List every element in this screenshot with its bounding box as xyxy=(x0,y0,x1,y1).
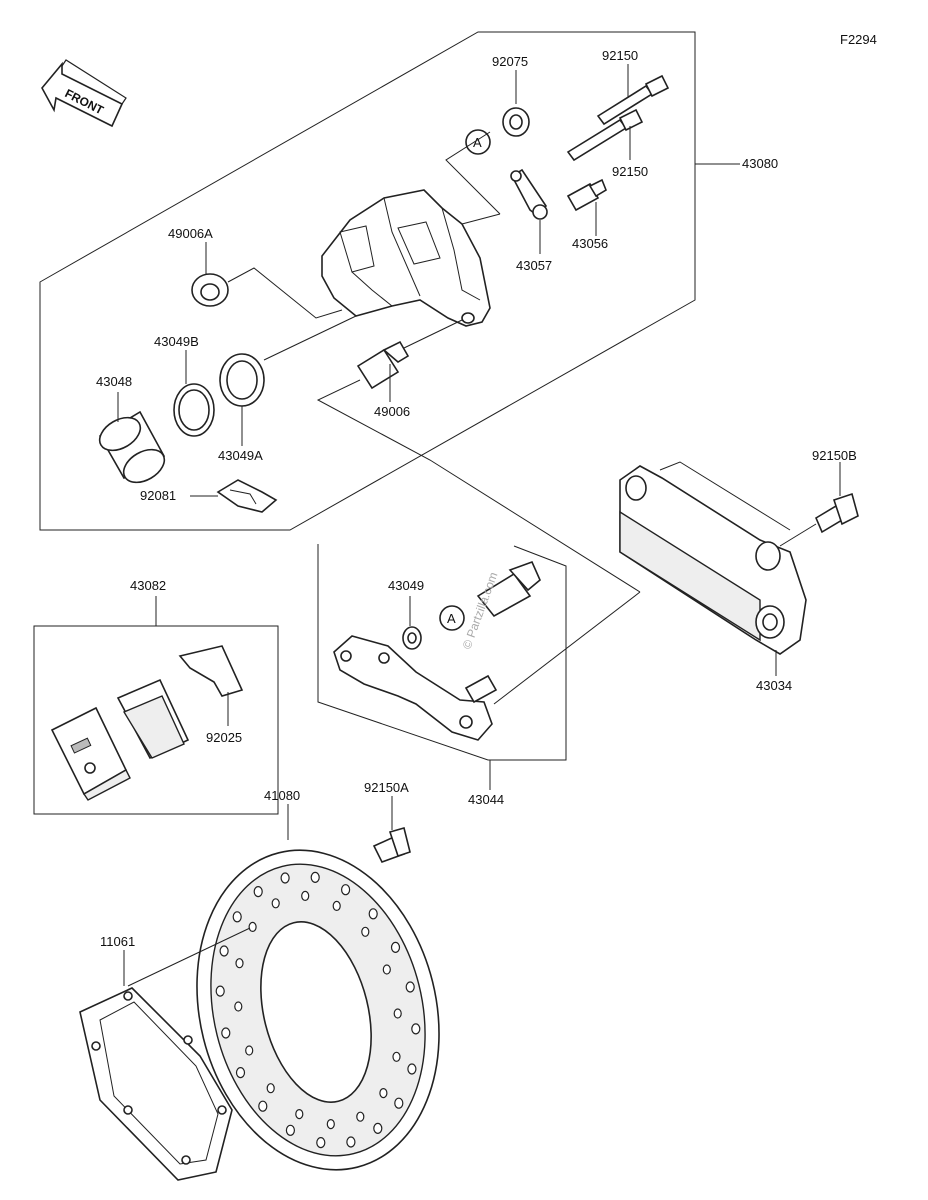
label-43049B: 43049B xyxy=(154,334,199,349)
label-92150-mid: 92150 xyxy=(612,164,648,179)
disc-hole xyxy=(285,1124,295,1136)
disc-hole xyxy=(390,941,401,954)
disc-hole xyxy=(379,1087,388,1099)
seal-43049B xyxy=(173,383,215,437)
piston-43048 xyxy=(98,410,166,484)
label-92150B: 92150B xyxy=(812,448,857,463)
pad-left xyxy=(50,706,131,801)
ref-marker-a-bottom-text: A xyxy=(447,611,456,626)
disc-hole xyxy=(356,1111,365,1122)
holder-43034 xyxy=(619,465,807,655)
disc-hole xyxy=(373,1122,383,1135)
bolt-92150A xyxy=(372,827,411,863)
diagram-id: F2294 xyxy=(840,32,877,47)
front-arrow-icon: FRONT xyxy=(41,59,127,128)
bleeder-43056 xyxy=(566,178,607,212)
disc-hole xyxy=(295,1108,304,1120)
label-43034: 43034 xyxy=(756,678,792,693)
disc-hole xyxy=(215,985,225,997)
disc-hole xyxy=(332,900,341,912)
clip-92081 xyxy=(216,479,278,513)
disc-hole xyxy=(407,1063,417,1075)
label-92081: 92081 xyxy=(140,488,176,503)
pin-92150-top xyxy=(596,74,670,126)
disc-hole xyxy=(235,1066,246,1079)
disc-hole xyxy=(361,926,370,937)
disc-hole xyxy=(248,921,257,933)
disc-hole xyxy=(245,1045,254,1056)
boot-92075 xyxy=(502,107,530,137)
disc-hole xyxy=(301,890,310,902)
label-43044: 43044 xyxy=(468,792,504,807)
disc-hole xyxy=(266,1083,275,1094)
disc-hole xyxy=(405,981,415,993)
label-92075: 92075 xyxy=(492,54,528,69)
disc-hole xyxy=(341,884,351,896)
caliper-assembly-outline xyxy=(39,31,696,531)
label-49006: 49006 xyxy=(374,404,410,419)
seal-43049A xyxy=(219,353,265,407)
disc-hole xyxy=(234,1001,243,1012)
bracket-pin xyxy=(464,560,541,704)
label-43056: 43056 xyxy=(572,236,608,251)
disc-hole xyxy=(258,1100,268,1112)
pad-right xyxy=(116,678,190,760)
disc-holes xyxy=(215,871,421,1149)
bolt-92150B xyxy=(814,492,859,534)
disc-hole xyxy=(219,945,229,957)
shim-92025 xyxy=(178,645,244,697)
label-43049A: 43049A xyxy=(218,448,263,463)
disc-hole xyxy=(326,1118,335,1130)
label-11061: 11061 xyxy=(100,934,135,949)
bracket-43057 xyxy=(510,168,548,220)
disc-hole xyxy=(394,1097,404,1109)
washer-43049 xyxy=(402,626,422,650)
disc-hole xyxy=(316,1136,326,1149)
disc-hole xyxy=(346,1136,356,1148)
seal-49006A xyxy=(191,273,229,307)
label-92150A: 92150A xyxy=(364,780,409,795)
brake-disc-41080 xyxy=(196,849,440,1171)
disc-hole xyxy=(253,885,263,898)
bracket-43044 xyxy=(333,635,493,741)
label-43057: 43057 xyxy=(516,258,552,273)
disc-hole xyxy=(411,1023,421,1035)
caliper-body xyxy=(321,189,501,327)
ref-marker-a-top-text: A xyxy=(473,135,482,150)
disc-hole xyxy=(393,1008,402,1019)
label-92025: 92025 xyxy=(206,730,242,745)
label-92150-top: 92150 xyxy=(602,48,638,63)
ref-marker-a-bottom: A xyxy=(439,605,465,631)
gasket-11061 xyxy=(79,987,233,1181)
disc-hole xyxy=(310,871,320,884)
disc-hole xyxy=(221,1027,231,1039)
disc-hole xyxy=(368,908,378,920)
label-43049: 43049 xyxy=(388,578,424,593)
pin-49006 xyxy=(356,340,410,390)
disc-hole xyxy=(235,958,244,969)
disc-hole xyxy=(232,911,242,923)
bracket-assembly-outline xyxy=(317,544,567,761)
disc-hole xyxy=(271,898,280,909)
label-41080: 41080 xyxy=(264,788,300,803)
pin-92150-mid xyxy=(566,108,644,162)
label-43080: 43080 xyxy=(742,156,778,171)
ref-marker-a-top: A xyxy=(465,129,491,155)
disc-hole xyxy=(382,964,391,975)
label-43048: 43048 xyxy=(96,374,132,389)
disc-hole xyxy=(392,1051,401,1062)
label-43082: 43082 xyxy=(130,578,166,593)
label-49006A: 49006A xyxy=(168,226,213,241)
disc-hole xyxy=(280,872,290,884)
leader-lines xyxy=(117,64,841,987)
